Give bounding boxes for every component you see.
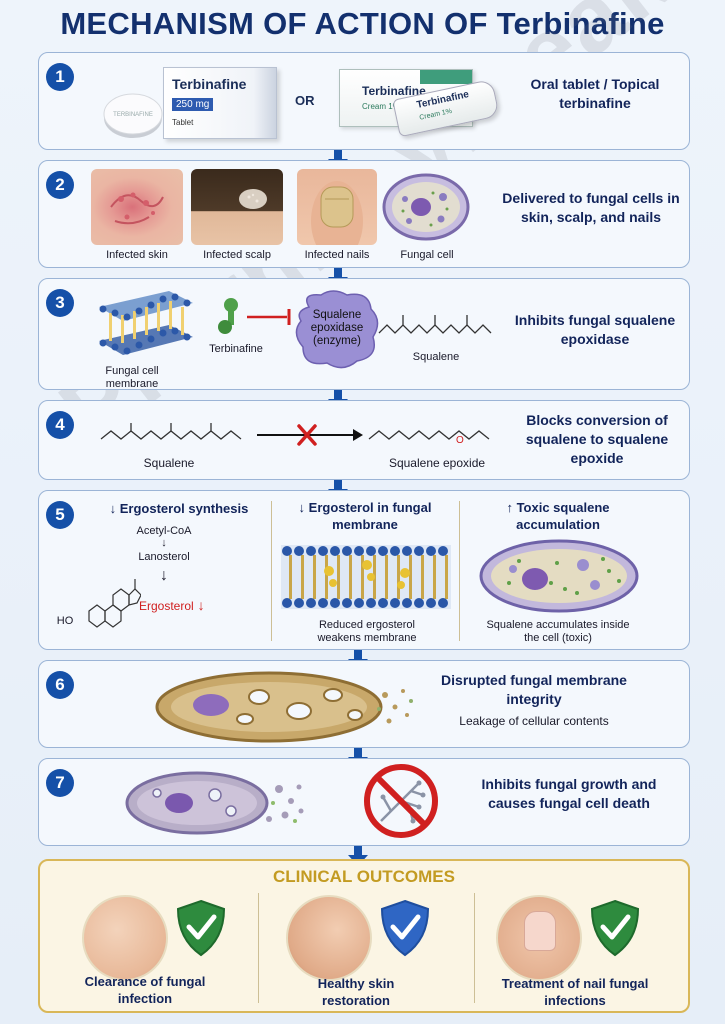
healthy-nail-image — [496, 895, 582, 981]
step-3-description: Inhibits fungal squalene epoxidase — [514, 312, 676, 347]
outcome-label-3: Treatment of nail fungal infections — [501, 976, 649, 1008]
or-label: OR — [295, 93, 315, 108]
infected-nails-image — [297, 169, 377, 245]
step-5-panel: 5 ↓ Ergosterol synthesis Acetyl-CoA ↓ La… — [38, 490, 690, 650]
squalene-label: Squalene — [412, 351, 460, 363]
step-2-description: Delivered to fungal cells in skin, scalp… — [502, 190, 680, 225]
outcome-label-2: Healthy skin restoration — [317, 976, 395, 1008]
cell-membrane-illustration — [99, 291, 193, 355]
step-6-description: Disrupted fungal membrane integrity — [441, 672, 627, 707]
caption-infected-scalp: Infected scalp — [203, 249, 271, 261]
no-fungal-growth-icon — [364, 764, 438, 838]
clinical-outcomes-title: CLINICAL OUTCOMES — [273, 867, 455, 886]
tablet-box-brand: Terbinafine — [172, 76, 247, 92]
outcome-divider — [258, 893, 259, 1003]
ergosterol-membrane-title: ↓ Ergosterol in fungal membrane — [298, 500, 432, 532]
tablet-box-form: Tablet — [172, 118, 194, 127]
tube-brand: Terbinafine — [415, 89, 470, 111]
clinical-outcomes-panel: CLINICAL OUTCOMES Clearance of fungal in… — [38, 859, 690, 1013]
blocked-conversion-arrow — [257, 424, 363, 446]
step-number-badge: 4 — [46, 411, 74, 439]
ho-label: HO — [56, 615, 74, 627]
enzyme-label: Squalene epoxidase (enzyme) — [310, 309, 364, 347]
cream-box-brand: Terbinafine — [362, 84, 426, 98]
weakened-membrane-caption: Reduced ergosterol weakens membrane — [317, 619, 417, 644]
column-divider — [271, 501, 272, 641]
ergosterol-label: Ergosterol — [139, 599, 194, 613]
caption-fungal-cell: Fungal cell — [400, 249, 454, 261]
check-shield-icon — [176, 899, 226, 957]
step-4-description: Blocks conversion of squalene to squalen… — [525, 412, 669, 466]
pathway-arrow-icon: ↓ — [160, 567, 168, 584]
tablet-box-dose: 250 mg — [172, 98, 214, 111]
squalene-structure — [100, 423, 242, 440]
decrease-arrow-icon: ↓ — [193, 597, 205, 613]
membrane-label: Fungal cell membrane — [105, 365, 159, 390]
pathway-acetyl-coa: Acetyl-CoA — [136, 525, 192, 537]
pathway-lanosterol: Lanosterol — [138, 551, 190, 563]
squalene-label: Squalene — [143, 456, 195, 470]
step-4-panel: 4 Squalene O Squalene epoxide Blocks con… — [38, 400, 690, 480]
caption-infected-skin: Infected skin — [106, 249, 168, 261]
ergosterol-synthesis-title: ↓ Ergosterol synthesis — [109, 501, 249, 516]
inhibition-symbol — [247, 309, 291, 325]
tablet-box: Terbinafine 250 mg Tablet — [163, 67, 277, 139]
svg-text:O: O — [456, 435, 464, 445]
step-6-panel: 6 Disrupted fungal membrane integrity Le… — [38, 660, 690, 748]
caption-infected-nails: Infected nails — [304, 249, 370, 261]
toxic-squalene-title: ↑ Toxic squalene accumulation — [506, 500, 610, 532]
disrupted-cell-illustration — [155, 671, 413, 743]
step-number-badge: 3 — [46, 289, 74, 317]
squalene-accumulation-caption: Squalene accumulates inside the cell (to… — [486, 619, 630, 644]
check-shield-icon — [380, 899, 430, 957]
clear-skin-image — [82, 895, 168, 981]
step-number-badge: 6 — [46, 671, 74, 699]
step-7-description: Inhibits fungal growth and causes fungal… — [481, 776, 657, 811]
step-1-panel: 1 TERBINAFINE Terbinafine 250 mg Tablet … — [38, 52, 690, 150]
fungal-cell-image — [381, 169, 471, 245]
step-number-badge: 1 — [46, 63, 74, 91]
outcome-label-1: Clearance of fungal infection — [84, 974, 206, 1006]
check-shield-icon — [590, 899, 640, 957]
step-number-badge: 7 — [46, 769, 74, 797]
enzyme-blob — [295, 290, 379, 369]
squalene-epoxide-label: Squalene epoxide — [388, 456, 486, 470]
step-1-description: Oral tablet / Topical terbinafine — [530, 76, 660, 111]
terbinafine-label: Terbinafine — [209, 343, 263, 355]
ergosterol-structure — [88, 579, 141, 628]
squalene-structure — [378, 315, 492, 334]
tablet-illustration — [103, 93, 163, 138]
step-2-panel: 2 Infected skin Infected scalp Infected … — [38, 160, 690, 268]
squalene-accumulating-cell — [479, 539, 639, 613]
tablet-imprint: TERBINAFINE — [113, 112, 153, 118]
step-3-panel: 3 Fungal cell membrane Terbinafine Squal… — [38, 278, 690, 390]
step-number-badge: 2 — [46, 171, 74, 199]
page-title: MECHANISM OF ACTION OF Terbinafine — [60, 6, 665, 41]
outcome-divider — [474, 893, 475, 1003]
weakened-membrane-illustration — [281, 545, 451, 609]
step-7-panel: 7 Inhibits fungal growth and causes fung… — [38, 758, 690, 846]
pathway-arrow-icon: ↓ — [161, 537, 167, 549]
step-number-badge: 5 — [46, 501, 74, 529]
infected-scalp-image — [191, 169, 283, 245]
terbinafine-molecule-icon — [218, 298, 238, 334]
infected-skin-image — [91, 169, 183, 245]
cream-box-label: Cream 1% — [362, 102, 400, 111]
healthy-neck-image — [286, 895, 372, 981]
squalene-epoxide-structure: O — [368, 430, 490, 445]
step-6-subtext: Leakage of cellular contents — [459, 714, 609, 728]
pathway-ergosterol: Ergosterol ↓ — [139, 597, 249, 613]
column-divider — [459, 501, 460, 641]
tube-label: Cream 1% — [418, 107, 453, 122]
dying-cell-illustration — [125, 771, 304, 835]
